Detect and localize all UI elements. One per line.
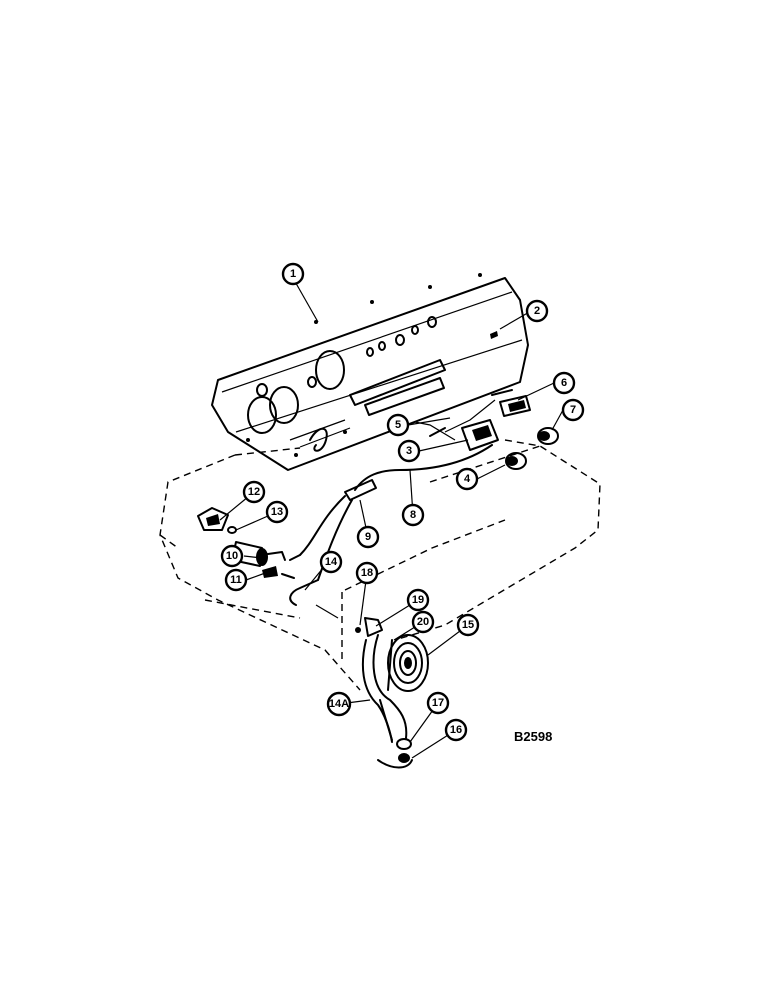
callout-1: 1 bbox=[281, 262, 305, 286]
callout-19-label: 19 bbox=[412, 594, 424, 606]
horn-wire bbox=[289, 579, 339, 619]
callout-11-label: 11 bbox=[230, 574, 242, 586]
callout-2-label: 2 bbox=[534, 305, 540, 317]
callout-5-label: 5 bbox=[395, 419, 401, 431]
callout-20: 20 bbox=[411, 610, 435, 634]
wiring-harness bbox=[289, 444, 493, 581]
callout-13: 13 bbox=[265, 500, 289, 524]
callout-14: 14 bbox=[319, 550, 343, 574]
callout-17-label: 17 bbox=[432, 697, 444, 709]
callout-7-label: 7 bbox=[570, 404, 576, 416]
callout-2: 2 bbox=[525, 299, 549, 323]
callout-7: 7 bbox=[561, 398, 585, 422]
callout-15: 15 bbox=[456, 613, 480, 637]
callout-8: 8 bbox=[401, 503, 425, 527]
callout-14a: 14A bbox=[326, 691, 352, 717]
callout-11: 11 bbox=[224, 568, 248, 592]
callout-13-label: 13 bbox=[271, 506, 283, 518]
callout-17: 17 bbox=[426, 691, 450, 715]
callout-18-label: 18 bbox=[361, 567, 373, 579]
horn-assembly bbox=[355, 617, 429, 769]
callout-14a-label: 14A bbox=[329, 698, 349, 710]
callout-19: 19 bbox=[406, 588, 430, 612]
callout-1-label: 1 bbox=[290, 268, 296, 280]
callout-15-label: 15 bbox=[462, 619, 474, 631]
callout-16: 16 bbox=[444, 718, 468, 742]
housing-outline bbox=[159, 439, 601, 691]
callout-12: 12 bbox=[242, 480, 266, 504]
callout-18: 18 bbox=[355, 561, 379, 585]
callout-6: 6 bbox=[552, 371, 576, 395]
callout-8-label: 8 bbox=[410, 509, 416, 521]
callout-9-label: 9 bbox=[365, 531, 371, 543]
callout-3-label: 3 bbox=[406, 445, 412, 457]
bolt-part-2 bbox=[490, 331, 498, 339]
callout-10: 10 bbox=[220, 544, 244, 568]
callout-10-label: 10 bbox=[226, 550, 238, 562]
callout-9: 9 bbox=[356, 525, 380, 549]
callout-16-label: 16 bbox=[450, 724, 462, 736]
callout-5: 5 bbox=[386, 413, 410, 437]
knob-part-7 bbox=[537, 427, 559, 445]
figure-code: B2598 bbox=[514, 729, 552, 744]
callout-4-label: 4 bbox=[464, 473, 471, 485]
instrument-panel bbox=[211, 273, 529, 471]
callout-3: 3 bbox=[397, 439, 421, 463]
light-assembly bbox=[197, 507, 295, 579]
callout-14-label: 14 bbox=[325, 556, 338, 568]
callout-12-label: 12 bbox=[248, 486, 260, 498]
callout-20-label: 20 bbox=[417, 616, 429, 628]
callouts: 1 2 3 4 5 6 7 8 9 10 11 12 13 14 14A 15 … bbox=[220, 262, 585, 742]
callout-6-label: 6 bbox=[561, 377, 567, 389]
knob-part-4 bbox=[505, 452, 527, 470]
callout-4: 4 bbox=[455, 467, 479, 491]
